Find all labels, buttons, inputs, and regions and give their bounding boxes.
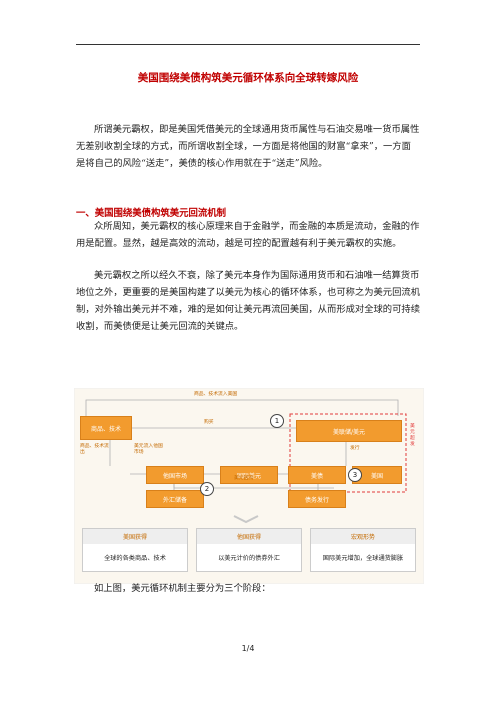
card-body: 国际美元增加，全球通货膨胀 (322, 555, 404, 562)
section-paragraph-2: 美元霸权之所以经久不衰，除了美元本身作为国际通用货币和石油唯一结算货币地位之外，… (76, 270, 420, 332)
debt-issue-box: 债务发行 (288, 490, 346, 508)
summary-card-macro: 宏观形势 国际美元增加，全球通货膨胀 (310, 528, 416, 572)
card-body: 以美元计价的债券外汇 (218, 555, 280, 562)
foreign-reserve-box: 外汇储备 (146, 490, 204, 508)
summary-card-us-gains: 美国获得 全球的各类商品、技术 (82, 528, 188, 572)
card-body: 全球的各类商品、技术 (104, 555, 166, 562)
intro-paragraph: 所谓美元霸权，即是美国凭借美元的全球通用货币属性与石油交易唯一货币属性无差别收割… (76, 124, 420, 169)
dollar-in-label: 美元流入他国市场 (134, 444, 163, 455)
summary-card-others-gain: 他国获得 以美元计价的债券外汇 (196, 528, 302, 572)
goods-tech-box: 商品、技术 (80, 416, 132, 440)
goods-flow-label: 商品、技术流出 (80, 444, 109, 455)
red-side-label: 美元超发 (410, 424, 415, 447)
overseas-market-box: 他国市场 (146, 466, 204, 484)
document-title: 美国围绕美债构筑美元循环体系向全球转嫁风险 (137, 72, 359, 84)
step-2-marker: 2 (200, 482, 214, 496)
us-gov-box: 美国 (352, 466, 402, 484)
step-1-marker: 1 (270, 414, 284, 428)
buy-label: 购买 (204, 420, 214, 425)
page-number: 1/4 (241, 644, 255, 653)
intl-dollar-box: 国际美元 (220, 466, 278, 484)
card-head: 他国获得 (197, 529, 301, 544)
top-flow-label: 商品、技术流入美国 (194, 392, 238, 397)
issue-label: 发行 (350, 446, 360, 451)
section-paragraph-1: 众所周知，美元霸权的核心原理来自于金融学，而金融的本质是流动，金融的作用是配置。… (76, 221, 420, 249)
fed-box: 美联储/美元 (296, 420, 402, 442)
step-3-marker: 3 (348, 468, 362, 482)
card-head: 宏观形势 (311, 529, 415, 544)
us-treasury-box: 美债 (288, 466, 346, 484)
header-rule (76, 44, 420, 45)
dollar-back-label: 美元回流 (234, 476, 254, 481)
section-heading: 一、美国围绕美债构筑美元回流机制 (76, 208, 227, 219)
after-diagram-text: 如上图，美元循环机制主要分为三个阶段： (94, 583, 271, 594)
card-head: 美国获得 (83, 529, 187, 544)
